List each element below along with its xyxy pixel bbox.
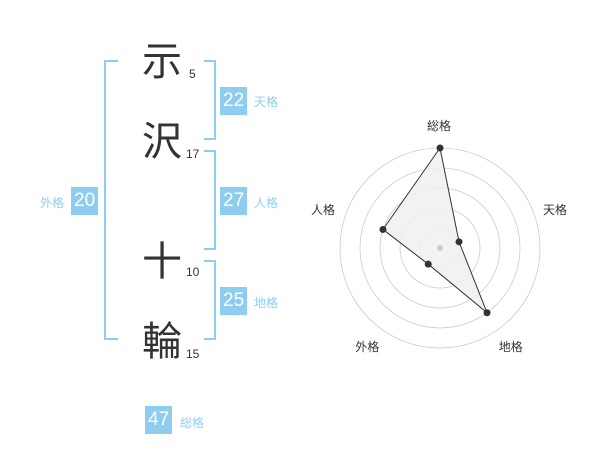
soukaku-label: 総格 xyxy=(180,416,205,430)
radar-polygon xyxy=(382,146,488,314)
stroke-count-3: 10 xyxy=(186,265,200,279)
name-char-3: 十 xyxy=(142,239,182,285)
radar-point-4 xyxy=(424,260,432,268)
radar-point-2 xyxy=(455,238,463,246)
name-char-2: 沢 xyxy=(142,119,182,165)
radar-axis-label-2: 天格 xyxy=(543,203,568,218)
radar-axis-label-4: 外格 xyxy=(355,339,380,354)
radar-center xyxy=(437,245,443,251)
stroke-count-4: 15 xyxy=(186,347,200,361)
name-char-4: 輪 xyxy=(142,319,182,365)
radar-point-5 xyxy=(379,225,387,233)
radar-point-1 xyxy=(436,144,444,152)
radar-axis-label-3: 地格 xyxy=(498,339,523,354)
gaikaku-label: 外格 xyxy=(40,196,65,210)
jinkaku-value: 27 xyxy=(220,187,248,215)
gaikaku-value: 20 xyxy=(71,187,99,215)
chikaku-value: 25 xyxy=(220,287,248,315)
stroke-count-1: 5 xyxy=(189,67,196,81)
radar-axis-label-1: 総格 xyxy=(427,119,452,133)
tenkaku-bracket xyxy=(204,60,216,140)
radar-point-3 xyxy=(483,309,491,317)
chikaku-bracket xyxy=(204,260,216,340)
tenkaku-label: 天格 xyxy=(254,95,279,109)
radar-axis-label-5: 人格 xyxy=(310,203,335,218)
tenkaku-value: 22 xyxy=(220,87,248,115)
soukaku-value: 47 xyxy=(145,406,173,434)
stroke-count-2: 17 xyxy=(186,147,200,161)
jinkaku-bracket xyxy=(204,150,216,250)
chikaku-label: 地格 xyxy=(254,296,279,310)
jinkaku-label: 人格 xyxy=(254,196,279,210)
gaikaku-bracket xyxy=(104,60,118,340)
name-char-1: 示 xyxy=(142,39,182,85)
